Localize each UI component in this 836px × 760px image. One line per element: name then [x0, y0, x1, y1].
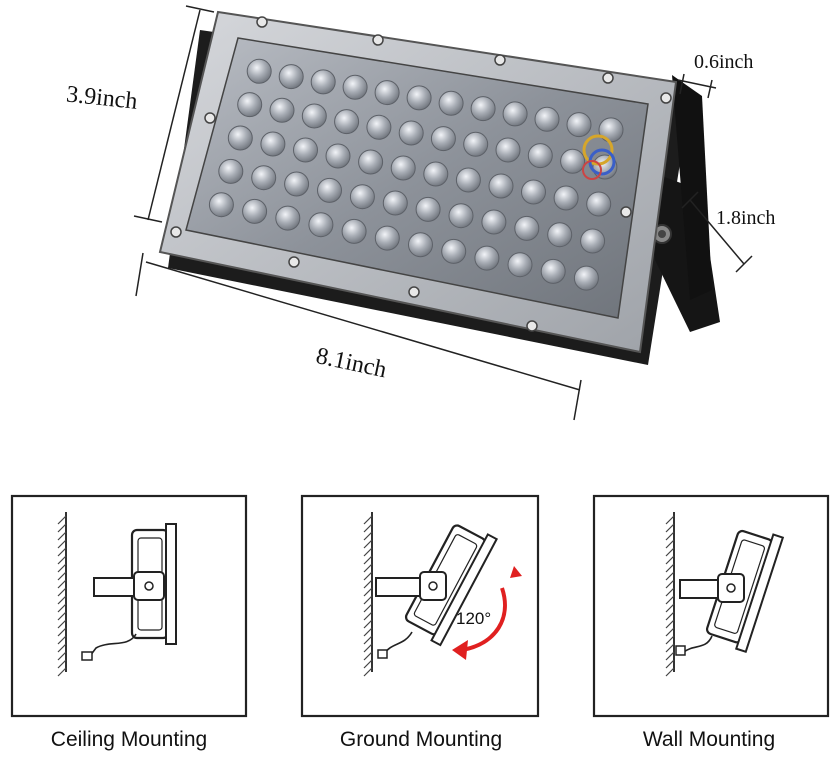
- rotation-arrow-icon: [452, 566, 522, 660]
- led-bead: [269, 97, 295, 123]
- screw-icon: [372, 34, 384, 46]
- led-bead: [502, 101, 528, 127]
- led-bead: [438, 90, 464, 116]
- wall-hatch-icon: [57, 512, 67, 677]
- power-cord-icon: [683, 635, 713, 653]
- led-bead: [534, 106, 560, 132]
- led-bead: [349, 184, 375, 210]
- led-bead: [366, 114, 392, 140]
- internal-wiring-icon: [582, 134, 616, 180]
- led-bead: [415, 196, 441, 222]
- led-bead: [208, 192, 234, 218]
- screw-icon: [408, 286, 420, 298]
- length-label: 8.1inch: [314, 343, 389, 383]
- bracket-label: 1.8inch: [716, 207, 775, 229]
- led-bead: [527, 143, 553, 169]
- frame-screws: [170, 16, 672, 332]
- led-bead: [408, 232, 433, 258]
- led-bead: [488, 173, 514, 199]
- led-bead: [514, 215, 540, 241]
- led-bead: [301, 103, 327, 129]
- led-bead: [310, 69, 336, 95]
- led-bead: [242, 198, 268, 224]
- led-bead: [481, 209, 507, 235]
- screw-icon: [256, 16, 268, 28]
- led-bead: [586, 191, 612, 217]
- led-bead: [293, 137, 318, 163]
- wall-mounting-diagram: [592, 494, 830, 718]
- led-bead: [553, 185, 579, 211]
- screw-icon: [170, 226, 182, 238]
- led-bead: [358, 149, 384, 175]
- led-bead: [463, 131, 489, 157]
- led-bead: [474, 245, 500, 271]
- angle-label: 120°: [456, 609, 491, 628]
- led-bead: [406, 85, 432, 111]
- led-bead: [580, 228, 606, 254]
- wall-hatch-icon: [665, 512, 675, 677]
- led-bead: [342, 74, 368, 100]
- screw-icon: [526, 320, 538, 332]
- mounting-bracket-icon: [375, 571, 447, 601]
- led-bead: [441, 238, 467, 264]
- power-cord-icon: [89, 633, 137, 657]
- led-bead: [374, 225, 400, 251]
- led-bead: [573, 265, 599, 291]
- led-bead: [251, 165, 277, 191]
- led-bead: [308, 212, 334, 238]
- led-bead: [275, 205, 301, 231]
- led-bead: [455, 167, 481, 193]
- led-panel: [185, 37, 649, 319]
- dimension-bracket: 1.8inch: [681, 191, 775, 273]
- led-bead: [278, 64, 304, 90]
- screw-icon: [620, 206, 632, 218]
- ceiling-mounting-diagram: [10, 494, 248, 718]
- ground-mounting-diagram: 120°: [300, 494, 540, 718]
- depth-label: 0.6inch: [694, 51, 753, 73]
- mounting-bracket-icon: [93, 571, 165, 601]
- led-bead: [334, 109, 360, 135]
- screw-icon: [494, 54, 506, 66]
- height-label: 3.9inch: [65, 81, 139, 114]
- led-bead: [284, 171, 310, 197]
- led-bead: [521, 179, 546, 205]
- ceiling-mounting-caption: Ceiling Mounting: [50, 728, 208, 751]
- dimension-depth: 0.6inch: [677, 51, 753, 99]
- mounting-bracket: [645, 75, 720, 332]
- led-bead: [566, 112, 592, 138]
- led-bead: [246, 58, 272, 84]
- led-bead: [540, 258, 566, 284]
- led-bead: [382, 190, 408, 216]
- led-bead: [317, 177, 342, 203]
- led-bead: [218, 158, 244, 184]
- led-bead: [470, 96, 496, 122]
- screw-icon: [602, 72, 614, 84]
- led-bead: [423, 161, 449, 187]
- ground-mounting-caption: Ground Mounting: [339, 728, 503, 751]
- led-bead: [547, 222, 573, 248]
- screw-icon: [204, 112, 216, 124]
- led-bead: [260, 131, 286, 157]
- flood-light-product: [158, 10, 720, 365]
- led-array: [208, 58, 624, 291]
- led-bead: [390, 155, 416, 181]
- led-bead: [507, 252, 533, 278]
- screw-icon: [288, 256, 300, 268]
- wall-mounting-caption: Wall Mounting: [642, 728, 776, 751]
- led-bead: [237, 92, 263, 118]
- led-bead: [325, 143, 351, 169]
- led-bead: [495, 137, 521, 163]
- led-bead: [374, 80, 400, 106]
- wall-hatch-icon: [363, 512, 373, 677]
- led-bead: [398, 120, 424, 146]
- led-bead: [341, 218, 367, 244]
- led-bead: [448, 203, 474, 229]
- led-bead: [227, 125, 253, 151]
- screw-icon: [660, 92, 672, 104]
- led-bead: [430, 126, 456, 152]
- led-bead: [560, 148, 586, 174]
- mounting-bracket-icon: [679, 573, 745, 603]
